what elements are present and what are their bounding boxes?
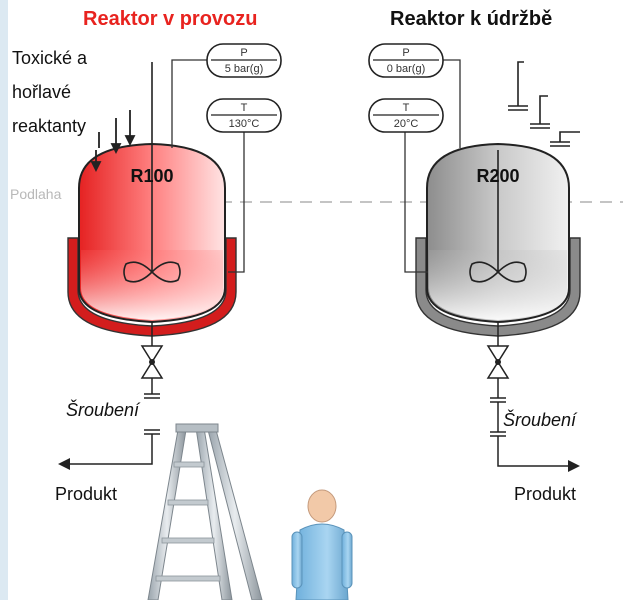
r200-pressure-label: P [402,47,409,59]
reactants-note-line-2: hořlavé [12,82,72,102]
coupling-label-left: Šroubení [66,400,140,420]
r100-temperature-value: 130°C [229,118,260,130]
r100-pressure-gauge: P 5 bar(g) [206,43,282,78]
r100-impeller [123,261,181,283]
reactor-r100 [58,59,245,470]
product-label-left: Produkt [55,484,118,504]
r200-impeller [469,261,527,283]
reactor-r200 [404,59,581,472]
floor-label: Podlaha [10,186,62,202]
title-maintenance-reactor: Reaktor k údržbě [390,8,553,30]
r200-temperature-gauge: T 20°C [368,98,444,133]
reactant-arrows [90,110,136,173]
r200-pressure-value: 0 bar(g) [387,63,426,75]
r200-pressure-gauge: P 0 bar(g) [368,43,444,78]
r100-temperature-label: T [241,102,248,114]
product-arrow-right-icon [568,460,580,472]
r100-jacket [67,237,237,337]
r100-temperature-gauge: T 130°C [206,98,282,133]
isolation-blinds [508,61,580,147]
reactants-note-line-3: reaktanty [12,116,87,136]
ladder-icon [147,423,263,600]
product-label-right: Produkt [514,484,577,504]
worker-figure [291,489,353,600]
r100-pressure-label: P [240,47,247,59]
reactants-note-line-1: Toxické a [12,48,88,68]
r200-jacket [415,237,581,337]
r200-name: R200 [476,166,519,186]
r200-temperature-value: 20°C [394,118,419,130]
product-arrow-left-icon [58,458,70,470]
title-running-reactor: Reaktor v provozu [83,8,258,30]
r100-name: R100 [130,166,173,186]
coupling-label-right: Šroubení [503,410,577,430]
r200-temperature-label: T [403,102,410,114]
r100-pressure-value: 5 bar(g) [225,63,264,75]
